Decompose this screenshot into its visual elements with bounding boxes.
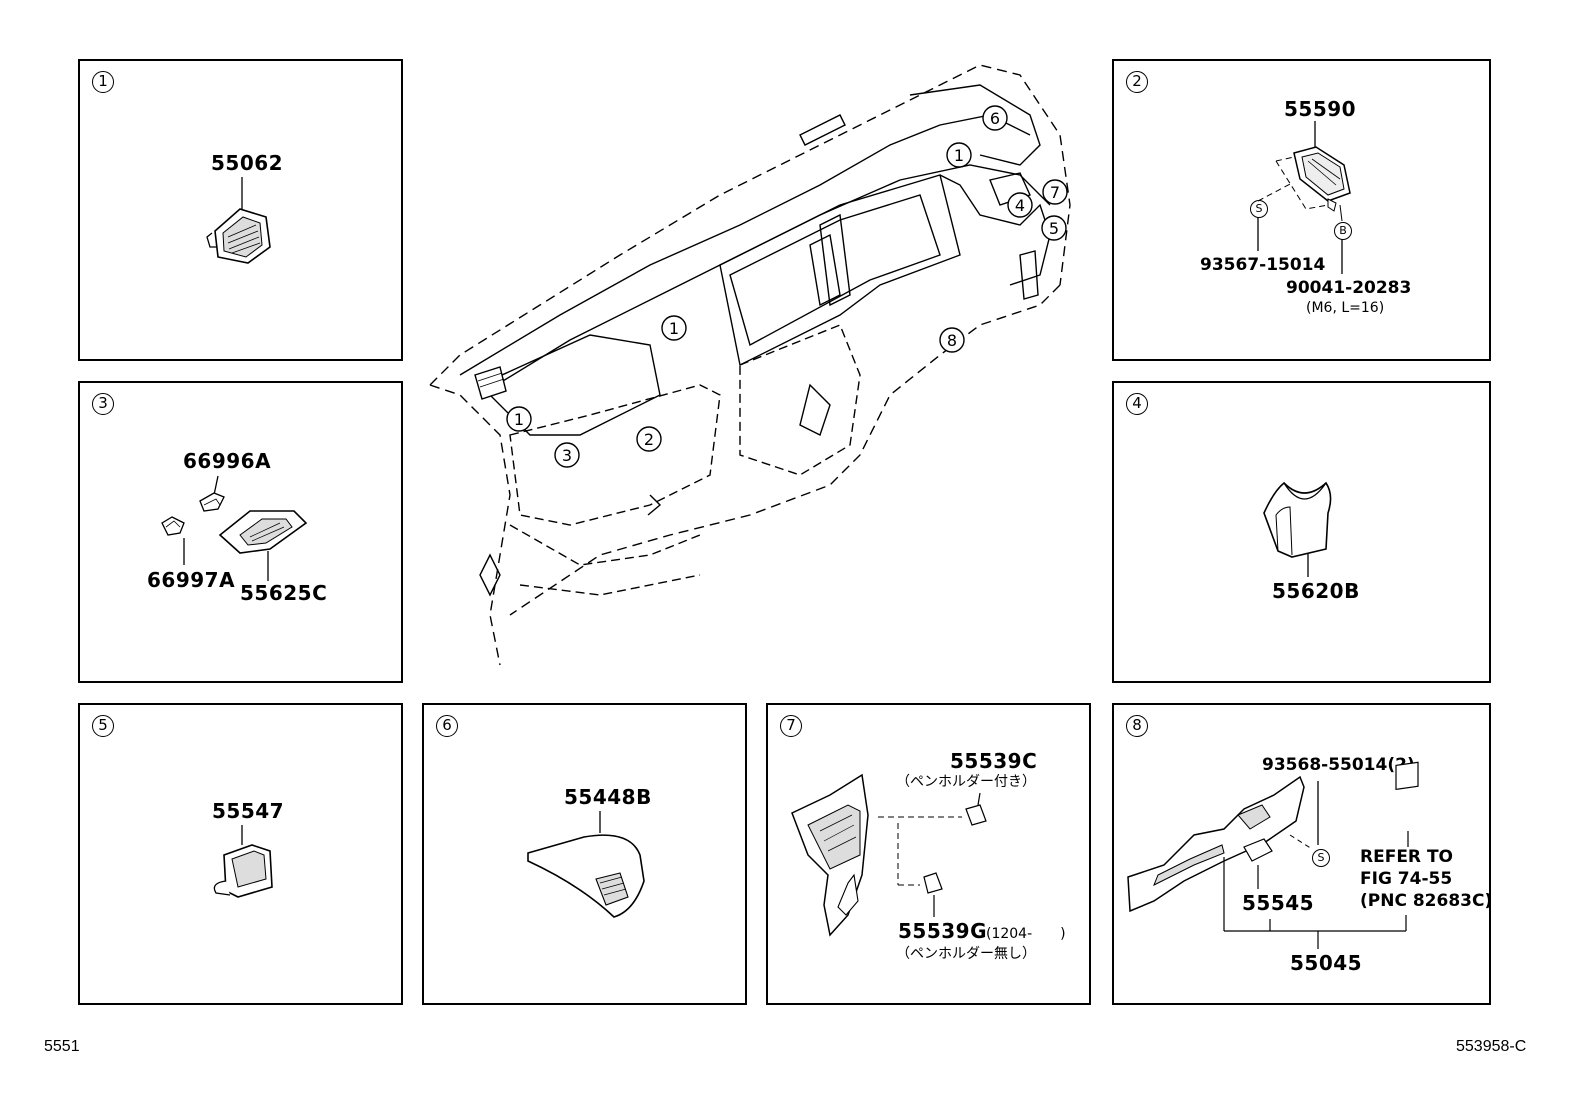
bolt-spec-note: (M6, L=16) [1306, 300, 1385, 316]
part-number-55062[interactable]: 55062 [211, 151, 284, 175]
panel-6: 6 55448B [422, 703, 747, 1005]
callout-7-label: 7 [1050, 183, 1060, 202]
footer-right-code: 553958-C [1456, 1038, 1527, 1055]
callout-7[interactable]: 7 [1042, 179, 1068, 205]
panel-7: 7 55539C （ペンホルダー付き） 55539G (1204- ) （ペンホ… [766, 703, 1091, 1005]
switch-bezel-illustration [213, 825, 273, 898]
callout-6-label: 6 [990, 109, 1000, 128]
pen-holder-without-note: （ペンホルダー無し） [896, 946, 1036, 962]
bezel-and-clips-illustration [161, 475, 308, 581]
callout-1c-label: 1 [514, 410, 524, 429]
part-number-93567-15014[interactable]: 93567-15014 [1200, 255, 1326, 275]
part-number-90041-20283[interactable]: 90041-20283 [1286, 278, 1412, 298]
instrument-panel-overview-drawing: 1 1 1 2 3 4 5 6 7 8 [429, 64, 1071, 666]
part-number-55448B[interactable]: 55448B [564, 785, 652, 809]
pen-holder-with-note: （ペンホルダー付き） [896, 774, 1036, 790]
date-range-note: (1204- ) [986, 926, 1066, 942]
lower-finish-panel-illustration [1127, 761, 1419, 949]
panel-5: 5 55547 [78, 703, 403, 1005]
panel-8: 8 93568-55014(2) 55545 55045 REFER TO FI… [1112, 703, 1493, 1005]
panel-number: 8 [1126, 715, 1148, 737]
column-cover-illustration [1263, 481, 1332, 577]
part-number-55590[interactable]: 55590 [1284, 97, 1357, 121]
callout-5-label: 5 [1049, 219, 1059, 238]
callout-1a[interactable]: 1 [946, 142, 972, 168]
panel-3: 3 66996A 66997A 55625C [78, 381, 403, 683]
callout-1b-label: 1 [669, 319, 679, 338]
panel-number: 3 [92, 393, 114, 415]
callout-4[interactable]: 4 [1007, 192, 1033, 218]
callout-3-label: 3 [562, 446, 572, 465]
footer-left-code: 5551 [44, 1038, 80, 1055]
callout-1a-label: 1 [954, 146, 964, 165]
bracket-part-illustration [1257, 121, 1351, 274]
callout-5[interactable]: 5 [1041, 215, 1067, 241]
part-number-55045[interactable]: 55045 [1290, 951, 1363, 975]
lower-panel-illustration [791, 773, 987, 937]
callout-8[interactable]: 8 [939, 327, 965, 353]
part-number-55539G[interactable]: 55539G [898, 919, 987, 943]
callout-1b[interactable]: 1 [661, 315, 687, 341]
callout-8-label: 8 [947, 331, 957, 350]
callout-6[interactable]: 6 [982, 105, 1008, 131]
refer-to-line-2[interactable]: FIG 74-55 [1360, 869, 1453, 889]
part-number-55547[interactable]: 55547 [212, 799, 285, 823]
callout-1c[interactable]: 1 [506, 406, 532, 432]
panel-4: 4 55620B [1112, 381, 1491, 683]
panel-number: 4 [1126, 393, 1148, 415]
callout-2-label: 2 [644, 430, 654, 449]
panel-number: 7 [780, 715, 802, 737]
bolt-marker-b: B [1334, 222, 1352, 240]
panel-number: 2 [1126, 71, 1148, 93]
panel-number: 6 [436, 715, 458, 737]
panel-number: 5 [92, 715, 114, 737]
callout-3[interactable]: 3 [554, 442, 580, 468]
panel-number: 1 [92, 71, 114, 93]
part-number-66996A[interactable]: 66996A [183, 449, 272, 473]
part-number-55545[interactable]: 55545 [1242, 891, 1315, 915]
callout-4-label: 4 [1015, 196, 1025, 215]
part-number-55539C[interactable]: 55539C [950, 749, 1038, 773]
side-panel-illustration [527, 811, 645, 918]
callout-2[interactable]: 2 [636, 426, 662, 452]
panel-2: 2 55590 93567-15014 90041-20283 (M6, L=1… [1112, 59, 1491, 361]
refer-to-line-1: REFER TO [1360, 847, 1453, 867]
part-number-55625C[interactable]: 55625C [240, 581, 328, 605]
panel-1: 1 55062 [78, 59, 403, 361]
screw-marker-s: S [1312, 849, 1330, 867]
part-number-93568-55014[interactable]: 93568-55014(2) [1262, 755, 1415, 775]
refer-to-line-3: (PNC 82683C) [1360, 891, 1493, 911]
part-number-55620B[interactable]: 55620B [1272, 579, 1360, 603]
part-number-66997A[interactable]: 66997A [147, 568, 236, 592]
air-vent-part-illustration [206, 177, 271, 264]
